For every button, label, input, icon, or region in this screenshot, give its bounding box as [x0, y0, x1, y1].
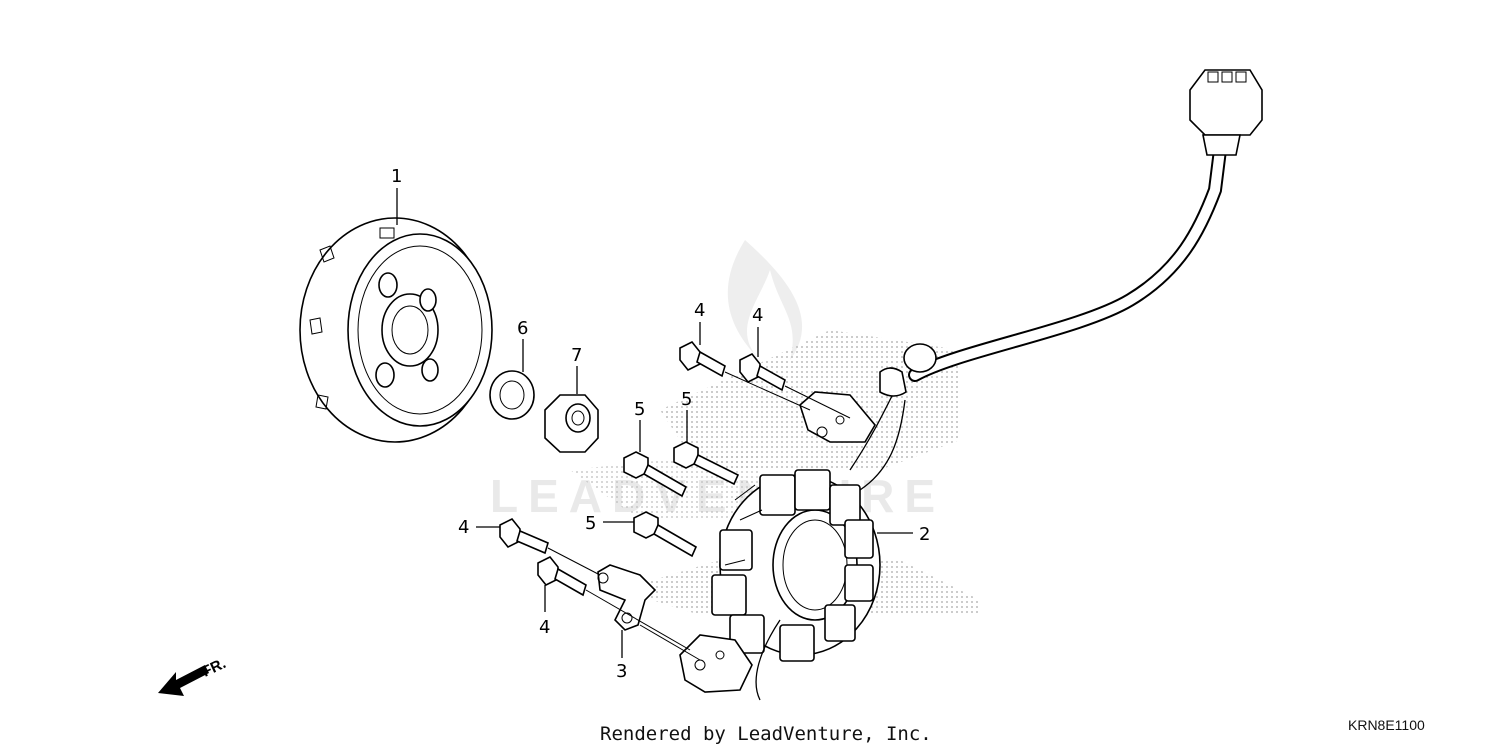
flange-nut	[544, 394, 599, 453]
callout-4-bottom: 4	[539, 617, 550, 638]
callout-4-top-right: 4	[752, 305, 763, 326]
bolt-4-top-left	[679, 340, 726, 378]
diagram-code: KRN8E1100	[1348, 717, 1425, 733]
front-arrow-icon	[158, 665, 209, 696]
callout-6: 6	[517, 318, 528, 339]
washer	[489, 370, 535, 420]
callout-4-top-left: 4	[694, 300, 705, 321]
callout-4-left: 4	[458, 517, 469, 538]
screw-5-b	[673, 441, 740, 486]
callout-labels: 1 2 3 4 4 4 4 5 5 5 6 7	[391, 166, 930, 682]
callout-5-c: 5	[585, 513, 596, 534]
front-direction-indicator: FR.	[158, 655, 229, 696]
pulse-generator-upper	[799, 391, 876, 443]
wiring-harness	[755, 143, 1227, 701]
callout-7: 7	[571, 345, 582, 366]
connector	[1189, 69, 1263, 156]
flywheel-rotor	[299, 217, 493, 443]
stator	[711, 469, 881, 662]
bolt-4-left	[499, 517, 549, 555]
callout-1: 1	[391, 166, 402, 187]
render-credit: Rendered by LeadVenture, Inc.	[600, 723, 932, 745]
callout-5-a: 5	[634, 399, 645, 420]
screw-5-c	[633, 511, 698, 558]
callout-2: 2	[919, 524, 930, 545]
front-label: FR.	[200, 655, 229, 681]
pulse-generator-lower	[679, 634, 753, 693]
watermark-flame-icon	[727, 240, 803, 360]
leader-lines	[396, 188, 913, 658]
callout-5-b: 5	[681, 389, 692, 410]
callout-3: 3	[616, 661, 627, 682]
wire-clamp	[597, 564, 657, 631]
bolt-4-top-right	[739, 352, 786, 392]
screw-5-a	[623, 451, 688, 498]
bolt-4-bottom	[537, 555, 587, 597]
assembly-guide-lines	[547, 371, 851, 661]
